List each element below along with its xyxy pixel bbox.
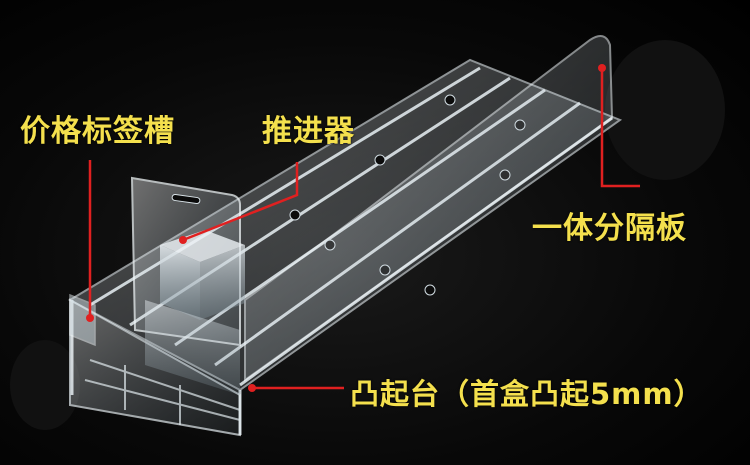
label-price-tag-slot: 价格标签槽 bbox=[20, 114, 175, 149]
shadow-left bbox=[10, 340, 80, 430]
leader-dots bbox=[86, 64, 606, 392]
divider-plate bbox=[244, 35, 614, 382]
pusher-slot bbox=[171, 193, 201, 205]
label-pusher: 推进器 bbox=[262, 114, 355, 149]
leader-lines bbox=[88, 68, 640, 390]
shadow-right bbox=[605, 40, 725, 180]
pusher-block bbox=[145, 230, 245, 395]
label-divider: 一体分隔板 bbox=[532, 211, 687, 246]
label-raised-base: 凸起台（首盒凸起5mm） bbox=[350, 377, 704, 411]
